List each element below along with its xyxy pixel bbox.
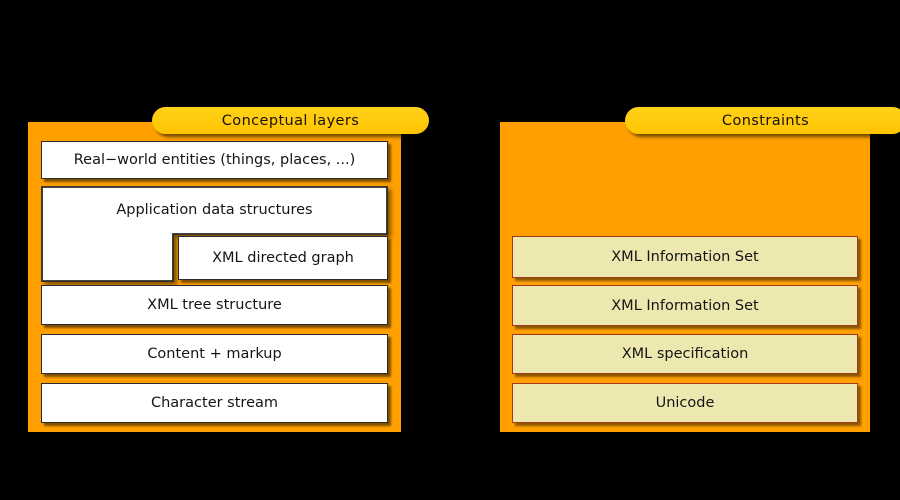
layer-box-content-plus-markup: Content + markup	[41, 334, 388, 374]
constraint-box-xml-information-set-2: XML Information Set	[512, 285, 858, 326]
layer-box-application-data-structures: Application data structures	[41, 186, 391, 284]
l-shape-outline	[41, 186, 388, 282]
layer-box-character-stream: Character stream	[41, 383, 388, 423]
layer-box-xml-directed-graph: XML directed graph	[178, 236, 388, 280]
constraint-box-unicode: Unicode	[512, 383, 858, 423]
panel-title-constraints: Constraints	[625, 107, 900, 134]
panel-title-conceptual-layers: Conceptual layers	[152, 107, 429, 134]
layer-box-xml-tree-structure: XML tree structure	[41, 285, 388, 325]
layer-box-application-data-structures-label: Application data structures	[116, 202, 313, 218]
layer-box-real-world-entities: Real−world entities (things, places, ...…	[41, 141, 388, 179]
constraint-box-xml-information-set-1: XML Information Set	[512, 236, 858, 278]
constraint-box-xml-specification: XML specification	[512, 334, 858, 374]
